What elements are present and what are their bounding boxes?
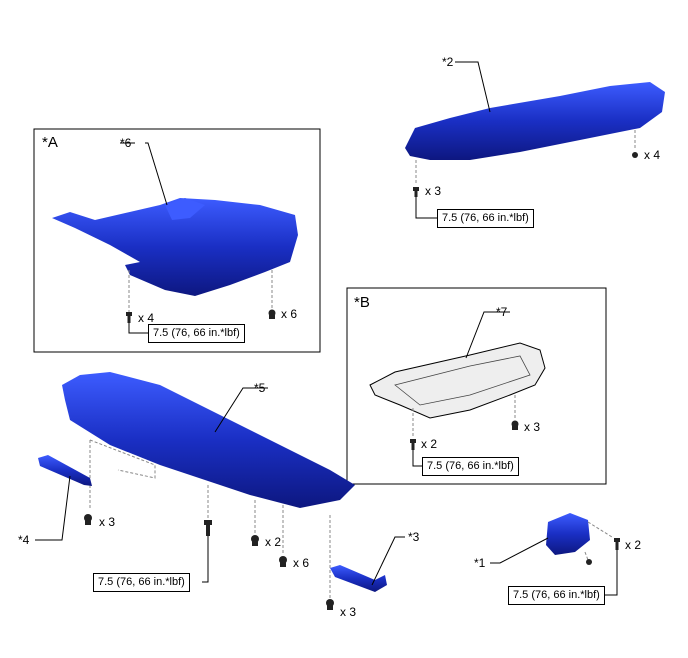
view-b-label: *B [354, 294, 370, 311]
clip-icon [251, 535, 259, 546]
qty-label: x 2 [265, 535, 282, 549]
bolt-icons [84, 152, 638, 610]
callout-6: *6 [120, 136, 132, 150]
part-6-raised-section [165, 198, 205, 220]
callout-3-leader [371, 536, 405, 586]
view-a-label: *A [42, 134, 58, 151]
callout-7: *7 [496, 305, 508, 319]
clip-icon [268, 309, 276, 319]
bolt-icon [614, 538, 620, 550]
torque-spec: 7.5 (76, 66 in.*lbf) [437, 209, 534, 228]
part-7-under-cover [369, 342, 546, 419]
part-6-engine-under-cover [52, 198, 298, 296]
callout-7-leader [465, 311, 510, 359]
bolt-icon [410, 439, 416, 450]
qty-label: x 3 [524, 420, 541, 434]
clip-icon [586, 559, 592, 565]
bolt-icon [126, 312, 132, 323]
callout-4-leader [35, 475, 71, 541]
part-1-cover [546, 513, 590, 555]
callout-2: *2 [442, 55, 454, 69]
torque-spec: 7.5 (76, 66 in.*lbf) [508, 586, 605, 605]
callout-1: *1 [474, 556, 486, 570]
callout-5: *5 [254, 381, 266, 395]
clip-icon [84, 514, 92, 525]
callout-4: *4 [18, 533, 30, 547]
callout-3: *3 [408, 530, 420, 544]
qty-label: x 3 [425, 184, 442, 198]
clip-icon [326, 599, 334, 610]
callout-5-leader [214, 387, 268, 433]
callout-6-leader [145, 142, 168, 206]
torque-spec: 7.5 (76, 66 in.*lbf) [93, 573, 190, 592]
bolt-icon [204, 520, 212, 536]
callout-1-leader [490, 537, 549, 564]
bolt-icon [413, 187, 419, 197]
qty-label: x 4 [644, 148, 661, 162]
qty-label: x 2 [625, 538, 642, 552]
part-4-bracket [38, 455, 92, 486]
part-2-under-cover [405, 82, 665, 160]
view-a-frame [33, 128, 321, 353]
qty-label: x 6 [281, 307, 298, 321]
part-3-bracket [330, 565, 387, 592]
torque-spec: 7.5 (76, 66 in.*lbf) [148, 324, 245, 343]
callout-2-leader [455, 61, 491, 113]
torque-spec: 7.5 (76, 66 in.*lbf) [422, 457, 519, 476]
qty-label: x 4 [138, 311, 155, 325]
clip-icon [511, 420, 519, 430]
view-b-frame [346, 287, 607, 485]
qty-label: x 2 [421, 437, 438, 451]
qty-label: x 6 [293, 556, 310, 570]
part-5-under-cover [62, 372, 355, 508]
qty-label: x 3 [340, 605, 357, 619]
clip-icon [279, 556, 287, 567]
qty-label: x 3 [99, 515, 116, 529]
clip-icon [632, 152, 638, 158]
